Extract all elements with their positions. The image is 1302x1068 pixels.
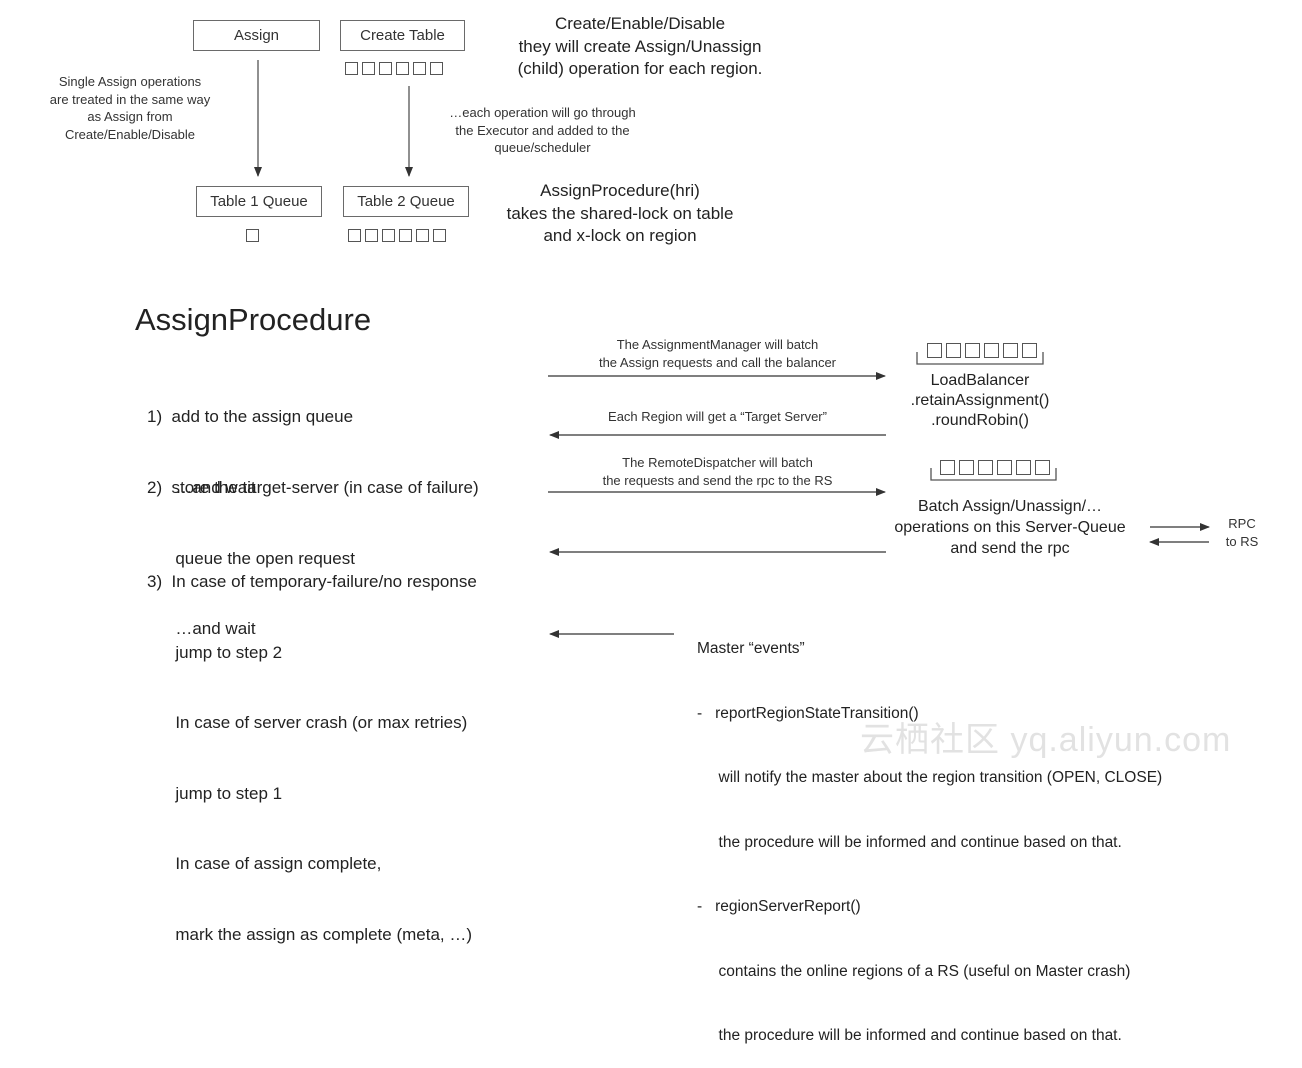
am-note-line: the Assign requests and call the balance… bbox=[598, 354, 837, 370]
assignment-manager-note: The AssignmentManager will batch the Ass… bbox=[560, 336, 875, 371]
queue-slot bbox=[1003, 343, 1018, 358]
queue-slot bbox=[246, 229, 259, 242]
events-line: the procedure will be informed and conti… bbox=[697, 833, 1122, 851]
table1-queue-box: Table 1 Queue bbox=[196, 186, 322, 217]
queue-slot bbox=[345, 62, 358, 75]
queue-slot bbox=[1016, 460, 1031, 475]
events-line: - regionServerReport() bbox=[697, 898, 861, 915]
step3-line: mark the assign as complete (meta, …) bbox=[147, 924, 473, 944]
step3-line: In case of assign complete, bbox=[147, 854, 382, 873]
queue-slot bbox=[396, 62, 409, 75]
step-2: 2) store the target-server (in case of f… bbox=[147, 429, 479, 664]
queue-slot bbox=[984, 343, 999, 358]
create-table-box: Create Table bbox=[340, 20, 465, 51]
events-line: will notify the master about the region … bbox=[697, 769, 1163, 786]
connector-layer bbox=[254, 60, 1210, 638]
create-table-queue bbox=[345, 62, 443, 75]
table2-queue bbox=[348, 229, 446, 242]
rpc-line: RPC bbox=[1228, 516, 1256, 531]
batch-line: and send the rpc bbox=[950, 540, 1070, 557]
create-note-line: Create/Enable/Disable bbox=[554, 14, 726, 33]
single-note-line: as Assign from bbox=[87, 109, 173, 124]
rpc-line: to RS bbox=[1225, 533, 1259, 549]
target-server-note: Each Region will get a “Target Server” bbox=[608, 409, 827, 424]
assign-proc-note-line: AssignProcedure(hri) bbox=[540, 181, 700, 200]
queue-slot bbox=[997, 460, 1012, 475]
step1-line: 1) add to the assign queue bbox=[147, 407, 354, 426]
executor-note-line: the Executor and added to the bbox=[455, 122, 630, 138]
step-1: 1) add to the assign queue …and wait bbox=[147, 358, 353, 523]
events-line: contains the online regions of a RS (use… bbox=[697, 962, 1131, 980]
step-3: 3) In case of temporary-failure/no respo… bbox=[147, 523, 477, 970]
queue-slot bbox=[940, 460, 955, 475]
queue-slot bbox=[399, 229, 412, 242]
queue-slot bbox=[379, 62, 392, 75]
queue-slot bbox=[959, 460, 974, 475]
step1-line: …and wait bbox=[147, 477, 256, 497]
executor-note-line: …each operation will go through bbox=[449, 105, 636, 120]
queue-slot bbox=[1022, 343, 1037, 358]
assign-box: Assign bbox=[193, 20, 320, 51]
queue-slot bbox=[965, 343, 980, 358]
create-note-line: (child) operation for each region. bbox=[517, 59, 763, 78]
batch-bracket bbox=[930, 468, 1057, 481]
assign-proc-note-line: and x-lock on region bbox=[543, 226, 697, 245]
assign-proc-note-line: takes the shared-lock on table bbox=[506, 203, 734, 223]
load-balancer-label: LoadBalancer .retainAssignment() .roundR… bbox=[890, 371, 1070, 431]
step3-line: In case of server crash (or max retries) bbox=[147, 713, 468, 732]
batch-line: operations on this Server-Queue bbox=[894, 519, 1126, 536]
watermark: 云栖社区 yq.aliyun.com bbox=[860, 721, 1232, 759]
events-heading: Master “events” bbox=[697, 640, 805, 657]
queue-slot bbox=[382, 229, 395, 242]
queue-slot bbox=[927, 343, 942, 358]
table1-queue bbox=[246, 229, 259, 242]
rd-note-line: the requests and send the rpc to the RS bbox=[602, 472, 833, 488]
queue-slot bbox=[946, 343, 961, 358]
queue-slot bbox=[978, 460, 993, 475]
single-note-line: Create/Enable/Disable bbox=[64, 126, 196, 142]
queue-slot bbox=[416, 229, 429, 242]
queue-slot bbox=[433, 229, 446, 242]
batch-line: Batch Assign/Unassign/… bbox=[917, 498, 1103, 515]
lb-line: .roundRobin() bbox=[931, 412, 1029, 429]
create-note: Create/Enable/Disable they will create A… bbox=[470, 13, 810, 81]
remote-dispatcher-note: The RemoteDispatcher will batch the requ… bbox=[560, 454, 875, 489]
executor-note: …each operation will go through the Exec… bbox=[420, 104, 665, 157]
step3-line: jump to step 2 bbox=[147, 642, 283, 662]
queue-slot bbox=[430, 62, 443, 75]
batch-queue bbox=[940, 460, 1050, 475]
rpc-label: RPC to RS bbox=[1212, 515, 1272, 550]
queue-slot bbox=[413, 62, 426, 75]
batch-label: Batch Assign/Unassign/… operations on th… bbox=[875, 496, 1145, 559]
master-events: Master “events” - reportRegionStateTrans… bbox=[697, 595, 1162, 1068]
queue-slot bbox=[365, 229, 378, 242]
queue-slot bbox=[362, 62, 375, 75]
lb-line: .retainAssignment() bbox=[910, 392, 1050, 409]
procedure-title: AssignProcedure bbox=[135, 302, 372, 337]
lb-bracket bbox=[916, 352, 1044, 365]
single-note-line: are treated in the same way bbox=[49, 91, 211, 107]
single-assign-note: Single Assign operations are treated in … bbox=[30, 73, 230, 143]
am-note-line: The AssignmentManager will batch bbox=[616, 337, 819, 352]
step2-line: …and wait bbox=[147, 619, 256, 638]
step3-line: 3) In case of temporary-failure/no respo… bbox=[147, 572, 477, 591]
queue-slot bbox=[1035, 460, 1050, 475]
queue-slot bbox=[348, 229, 361, 242]
step3-line: jump to step 1 bbox=[147, 783, 283, 803]
executor-note-line: queue/scheduler bbox=[494, 140, 591, 155]
events-line: - reportRegionStateTransition() bbox=[697, 704, 919, 722]
single-note-line: Single Assign operations bbox=[58, 74, 202, 89]
create-note-line: they will create Assign/Unassign bbox=[518, 36, 762, 56]
lb-queue bbox=[927, 343, 1037, 358]
table2-queue-box: Table 2 Queue bbox=[343, 186, 469, 217]
step2-line: queue the open request bbox=[147, 548, 355, 568]
events-line: the procedure will be informed and conti… bbox=[697, 1027, 1122, 1044]
step2-line: 2) store the target-server (in case of f… bbox=[147, 478, 479, 497]
rd-note-line: The RemoteDispatcher will batch bbox=[622, 455, 813, 470]
lb-line: LoadBalancer bbox=[930, 372, 1030, 389]
assign-procedure-note: AssignProcedure(hri) takes the shared-lo… bbox=[480, 180, 760, 248]
